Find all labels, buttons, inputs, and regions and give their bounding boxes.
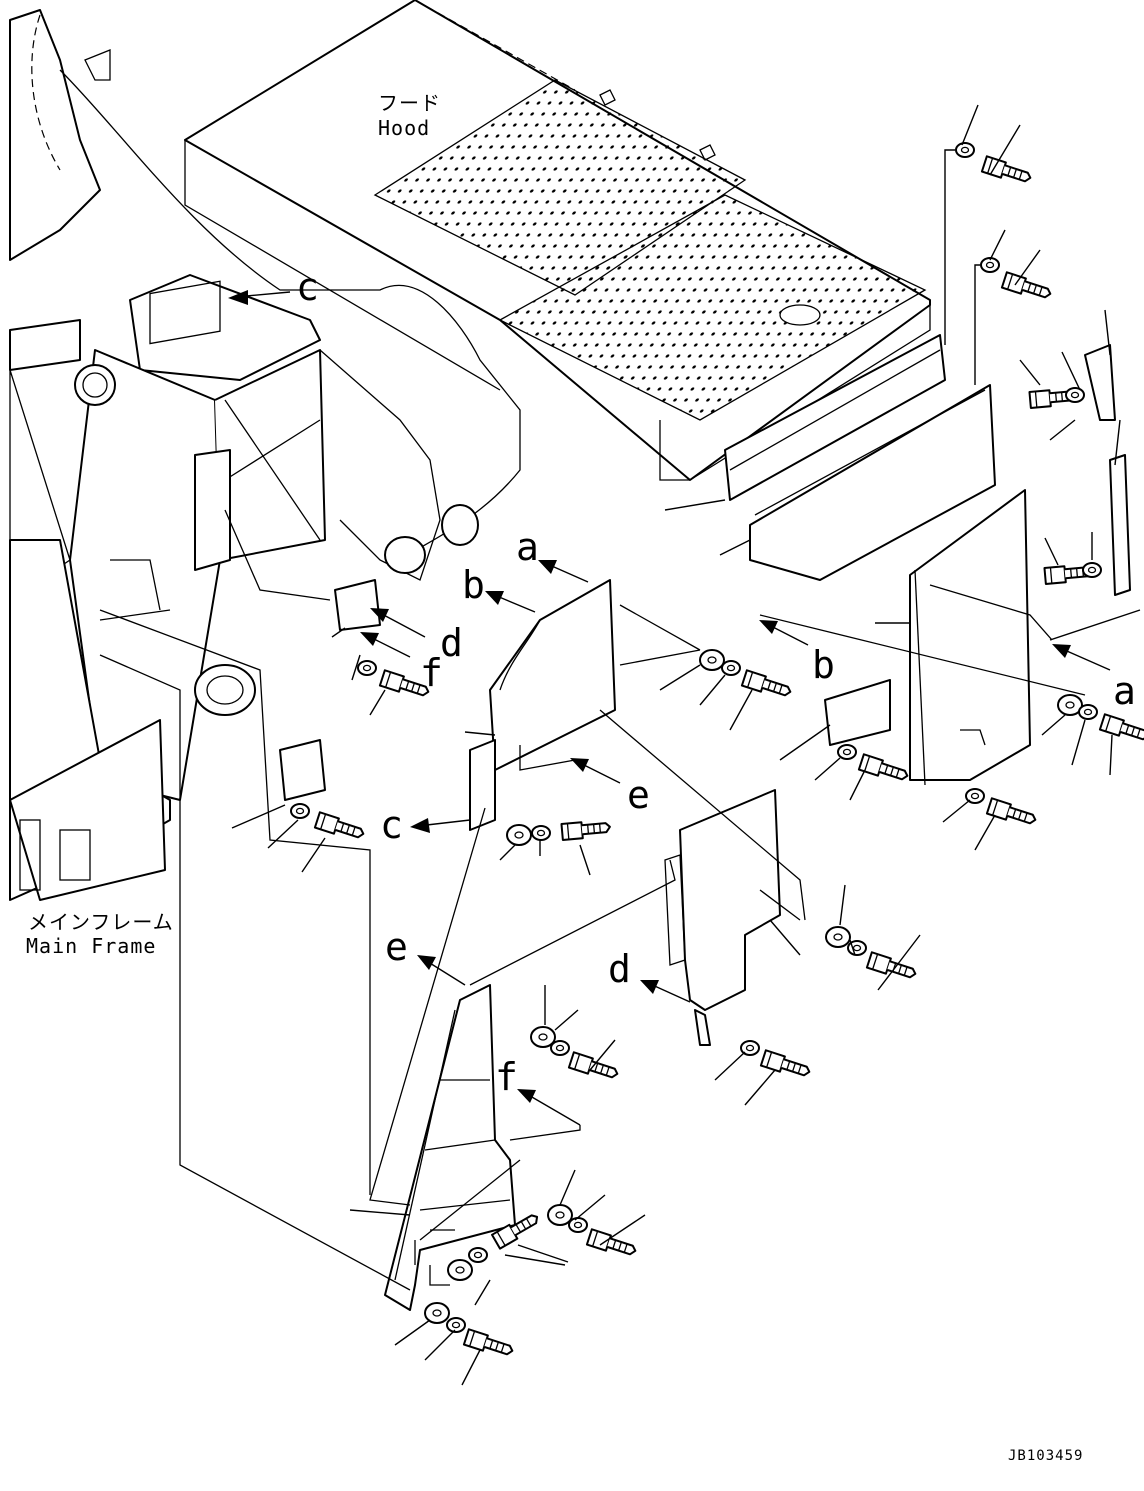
arrow-d-upper [370,608,426,638]
leader-lines [99,104,1141,1386]
ref-letter-c-lower: c [380,803,403,847]
main-frame-label-en: Main Frame [26,934,157,958]
hood-label-ja: フード [378,91,441,115]
ref-letter-a-lower: a [1113,669,1136,713]
ref-letter-e-lower: e [385,925,408,969]
arrow-c-lower [410,818,471,833]
arrow-e-upper [570,758,621,784]
drawing-number: JB103459 [1008,1448,1084,1464]
arrow-f-lower [517,1089,581,1126]
reference-arrows [228,290,1111,1126]
ref-letter-d-upper: d [440,621,463,665]
arrow-b-lower [759,620,809,646]
arrow-c-top [228,290,291,305]
ref-letter-f-lower: f [495,1055,518,1099]
upper-right-panels [724,334,1131,786]
hood-label-en: Hood [378,116,431,140]
lower-bracket [384,984,516,1311]
ref-letter-d-lower: d [608,947,631,991]
ref-letter-a-upper: a [516,525,539,569]
main-frame-drawing [9,9,521,901]
arrow-a-upper [538,560,589,583]
arrow-f-upper [360,632,411,658]
arrow-d-lower [640,980,691,1003]
main-frame-label-ja: メインフレーム [28,910,174,934]
arrow-a-lower [1052,644,1111,671]
arrow-e-lower [417,955,466,986]
ref-letter-c-top: c [296,265,319,309]
middle-panels [279,579,781,1046]
ref-letter-f-upper: f [420,651,443,695]
arrow-b-upper [485,591,536,613]
ref-letter-b-lower: b [812,643,835,687]
hood-drawing [184,0,931,481]
ref-letter-e-upper: e [627,773,650,817]
ref-letter-b-upper: b [462,563,485,607]
